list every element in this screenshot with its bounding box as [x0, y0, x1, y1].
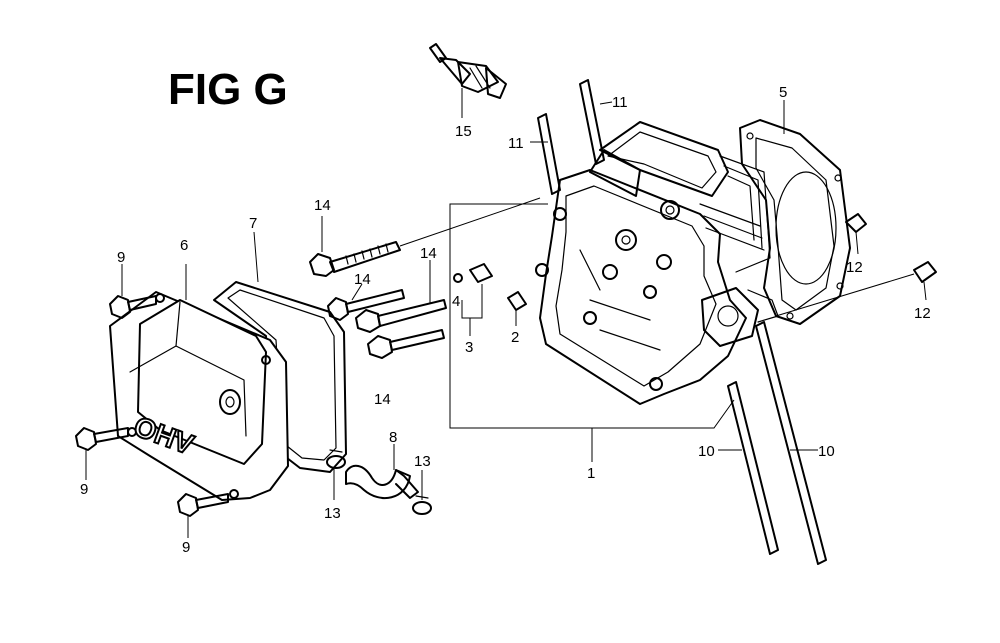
bolt-long-top	[309, 197, 541, 277]
callout-6: 6	[180, 237, 188, 254]
spark-plug	[429, 43, 507, 118]
hose-clip-right	[412, 470, 432, 515]
bolt-mid-middle	[355, 260, 447, 333]
callout-2: 2	[511, 329, 519, 346]
callout-8: 8	[389, 429, 397, 446]
stud-bolt-lower	[530, 113, 561, 195]
callout-13-right: 13	[414, 453, 431, 470]
breather-tube	[345, 444, 419, 499]
callout-12-lower: 12	[914, 305, 931, 322]
callout-11-top: 11	[612, 94, 628, 111]
stud-bolt-long-left	[718, 381, 779, 555]
stud-bolt-upper	[579, 79, 613, 165]
dowel-small	[507, 291, 527, 326]
callout-14-mid-left: 14	[354, 271, 371, 288]
callout-13-left: 13	[324, 505, 341, 522]
dowel-pin-lower	[775, 261, 937, 317]
callout-10-left: 10	[698, 443, 715, 460]
callout-14-lower: 14	[374, 391, 391, 408]
flange-bolt-top	[109, 264, 157, 319]
callout-3: 3	[465, 339, 473, 356]
assembly-bracket	[449, 203, 735, 462]
callout-10-right: 10	[818, 443, 835, 460]
callout-14-top: 14	[314, 197, 331, 214]
callout-14-mid-right: 14	[420, 245, 437, 262]
callout-12-upper: 12	[846, 259, 863, 276]
bolt-mid-lower	[367, 329, 445, 359]
figure-title: FIG G	[168, 65, 288, 114]
flange-bolt-bottom	[177, 493, 229, 538]
callout-9-bottom: 9	[182, 539, 190, 556]
bolt-mid-upper	[327, 283, 405, 321]
callout-4: 4	[452, 293, 460, 310]
callout-15: 15	[455, 123, 472, 140]
flange-bolt-left	[75, 427, 129, 480]
cylinder-head	[535, 121, 779, 405]
callout-11-left: 11	[508, 135, 524, 152]
seal-group	[453, 263, 493, 336]
hose-clip-left	[326, 449, 346, 500]
dowel-pin-upper	[845, 213, 867, 255]
callout-7: 7	[249, 215, 257, 232]
callout-1: 1	[587, 465, 595, 482]
callout-9-left: 9	[80, 481, 88, 498]
callout-5: 5	[779, 84, 787, 101]
head-gasket	[739, 100, 851, 325]
stud-bolt-long-right	[755, 321, 827, 565]
head-cover	[109, 264, 289, 501]
callout-9-top: 9	[117, 249, 125, 266]
